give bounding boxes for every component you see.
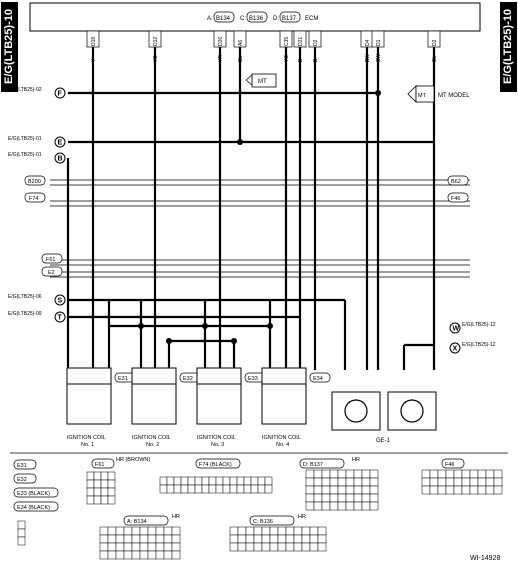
ecm-pin-label: D2 [432,39,438,46]
ecm-label: ECM [305,16,318,22]
ref-letter: E [58,140,63,147]
ref-label: E/G(LTB25)-12 [462,342,496,348]
coil-id: E31 [118,376,128,382]
ge1-ground: GE-1 [331,391,437,444]
ecm-conn-a-letter: A: [207,16,213,22]
ref-e: E/G(LTB25)-01E [8,136,66,148]
ecm-pin-label: D2 [313,39,319,46]
ref-label: E/G(LTB25)-01 [8,152,42,158]
conn-e2: E2 [48,270,55,276]
coil-id: E33 [248,376,258,382]
coil-id: E32 [183,376,193,382]
junction-dots [138,90,381,344]
ref-label: E/G(LTB25)-02 [8,87,42,93]
mt-model-label: MT MODEL [438,93,470,99]
ref-letter: T [58,315,63,322]
band-f61-e2 [50,259,470,278]
hr-label: HR [298,514,306,520]
reference-arrows: E/G(LTB25)-02FE/G(LTB25)-01EE/G(LTB25)-0… [8,87,496,354]
ge1-label: GE-1 [376,438,391,444]
ref-letter: B [58,156,63,163]
mt-indicator: MT [245,73,277,88]
ecm-conn-c-letter: C: [240,16,246,22]
bus-lines [66,91,434,319]
ref-letter: S [58,298,63,305]
connector-bands [50,179,470,278]
ref-f: E/G(LTB25)-02F [8,87,66,99]
hr-label: HR [172,514,180,520]
coil-label: IGNITION COIL [197,435,236,441]
ref-b: E/G(LTB25)-01B [8,152,66,164]
ecm-conn-c-id: B136 [249,16,264,22]
legend-pill-text: F74 (BLACK) [199,462,232,468]
coil-number: No. 1 [81,442,94,448]
figure-id: WI-14928 [470,555,500,562]
coil-label: IGNITION COIL [132,435,171,441]
conn-f61: F61 [46,257,55,263]
conn-b200: B200 [28,179,41,185]
legend-pill-text: E33 (BLACK) [17,491,50,497]
conn-f46: F46 [451,196,460,202]
ecm-conn-d-id: B137 [282,16,297,22]
legend-pill-text: E31 [17,463,27,469]
ref-s: E/G(LTB25)-06S [8,294,66,306]
ref-w: E/G(LTB25)-12W [449,322,496,334]
coil-number: No. 2 [146,442,159,448]
mt-model-indicator: MT MT MODEL [407,85,470,103]
mt-model-mt-label: MT [418,93,427,99]
mid-connector-labels: B200 F74 B62 F46 F61 E2 [24,175,469,277]
conn-f74: F74 [29,196,38,202]
mt-label: MT [258,79,267,85]
ref-letter: X [453,346,458,353]
legend-pill-text: D: B137 [303,462,323,468]
vertical-wires [66,47,436,370]
ref-letter: W [453,326,460,333]
conn-b62: B62 [451,179,461,185]
ecm-pin-tabs: D18YD12YBD26YRA6BLC35YGD21BD2BD4BWD1BWD2… [86,30,441,62]
ecm-pin-label: A6 [238,40,244,46]
ecm-pin-label: D4 [365,39,371,46]
coil-label: IGNITION COIL [67,435,106,441]
ref-label: E/G(LTB25)-09 [8,311,42,317]
ecm-pin-label: D1 [376,39,382,46]
hr-label: HR [352,457,360,463]
ref-label: E/G(LTB25)-12 [462,322,496,328]
ref-letter: F [58,91,63,98]
legend-pill-text: E32 [17,477,27,483]
legend-pill-text: F46 [445,462,454,468]
ecm-pin-label: D12 [153,37,159,46]
ecm-pin-label: D26 [218,37,224,46]
legend-pill-text: E34 (BLACK) [17,505,50,511]
band-b200-f74 [50,179,470,207]
coil-number: No. 3 [211,442,224,448]
coil-number: No. 4 [276,442,289,448]
ecm-pin-label: D18 [91,37,97,46]
f61-color: HR (BROWN) [116,457,150,463]
legend-pill-text: A: B134 [127,519,147,525]
ecm-pin-label: D21 [298,37,304,46]
ecm-title: A: B134 C: B136 D: B137 ECM [207,11,318,23]
coil-label: IGNITION COIL [262,435,301,441]
ecm-conn-a-id: B134 [216,16,231,22]
ref-label: E/G(LTB25)-01 [8,136,42,142]
ref-label: E/G(LTB25)-06 [8,294,42,300]
ref-t: E/G(LTB25)-09T [8,311,66,323]
ecm-pin-label: C35 [284,37,290,46]
ecm-conn-d-letter: D: [273,16,279,22]
ref-x: E/G(LTB25)-12X [449,342,496,354]
coil-id: E34 [313,376,323,382]
legend-pill-text: C: B136 [253,519,273,525]
legend-pill-text: F61 [95,462,104,468]
